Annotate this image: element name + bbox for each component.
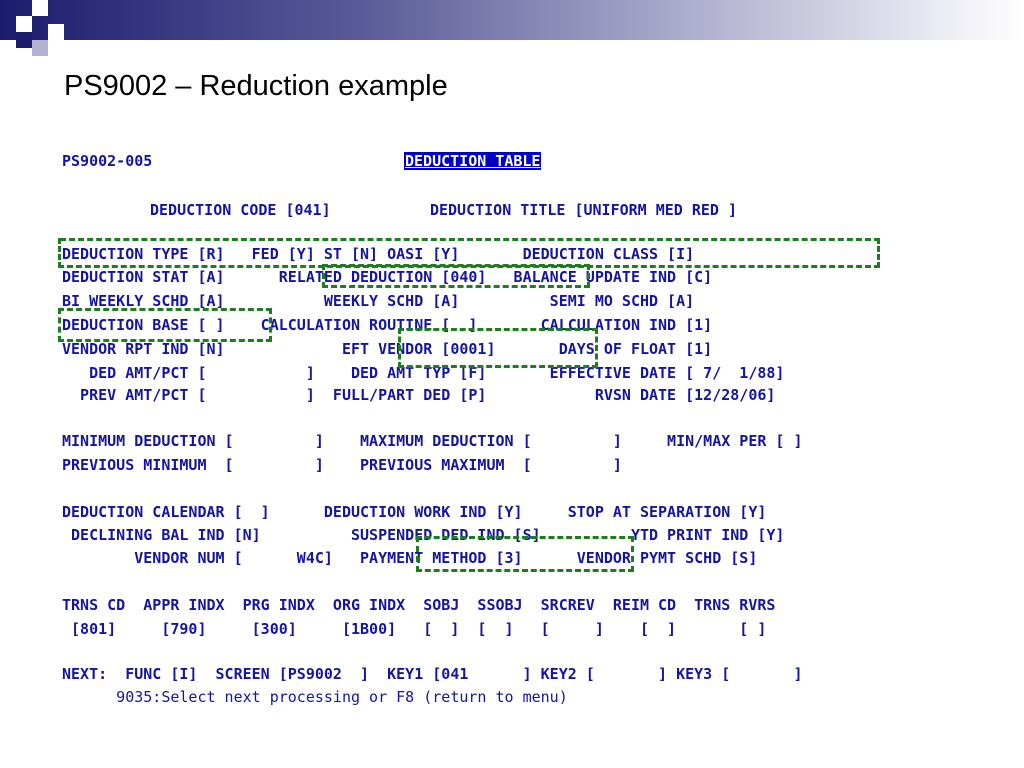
previous-minimum-line[interactable]: PREVIOUS MINIMUM [ ] PREVIOUS MAXIMUM [ … [62,456,622,474]
highlight-dashed-line-top [60,238,880,241]
screen-heading: DEDUCTION TABLE [404,152,542,170]
vendor-number-line[interactable]: VENDOR NUM [ W4C] PAYMENT METHOD [3] VEN… [62,549,758,567]
title-bar-gradient [0,0,1024,40]
screen-heading-highlight: DEDUCTION TABLE [404,152,542,170]
decorative-square [32,0,48,16]
decorative-square [32,40,48,56]
vendor-rpt-line[interactable]: VENDOR RPT IND [N] EFT VENDOR [0001] DAY… [62,340,713,358]
status-message: 9035:Select next processing or F8 (retur… [62,688,568,706]
deduction-type-line[interactable]: DEDUCTION TYPE [R] FED [Y] ST [N] OASI [… [62,245,695,263]
transaction-values-line[interactable]: [801] [790] [300] [1B00] [ ] [ ] [ ] [ ]… [62,620,767,638]
decorative-square [48,24,64,40]
declining-balance-line[interactable]: DECLINING BAL IND [N] SUSPENDED DED IND … [62,526,785,544]
deduction-stat-line[interactable]: DEDUCTION STAT [A] RELATED DEDUCTION [04… [62,268,713,286]
next-command-line[interactable]: NEXT: FUNC [I] SCREEN [PS9002 ] KEY1 [04… [62,665,803,683]
decorative-square [16,32,32,48]
deduction-code-line[interactable]: DEDUCTION CODE [041] DEDUCTION TITLE [UN… [150,201,737,219]
minimum-deduction-line[interactable]: MINIMUM DEDUCTION [ ] MAXIMUM DEDUCTION … [62,432,803,450]
decorative-square [16,16,32,32]
prev-amt-line[interactable]: PREV AMT/PCT [ ] FULL/PART DED [P] RVSN … [62,386,776,404]
deduction-calendar-line[interactable]: DEDUCTION CALENDAR [ ] DEDUCTION WORK IN… [62,503,767,521]
biweekly-schedule-line[interactable]: BI WEEKLY SCHD [A] WEEKLY SCHD [A] SEMI … [62,292,695,310]
transaction-header-line: TRNS CD APPR INDX PRG INDX ORG INDX SOBJ… [62,596,776,614]
ded-amt-line[interactable]: DED AMT/PCT [ ] DED AMT TYP [F] EFFECTIV… [62,364,785,382]
screen-id: PS9002-005 [62,152,153,170]
slide-title: PS9002 – Reduction example [64,70,448,102]
deduction-base-line[interactable]: DEDUCTION BASE [ ] CALCULATION ROUTINE [… [62,316,713,334]
